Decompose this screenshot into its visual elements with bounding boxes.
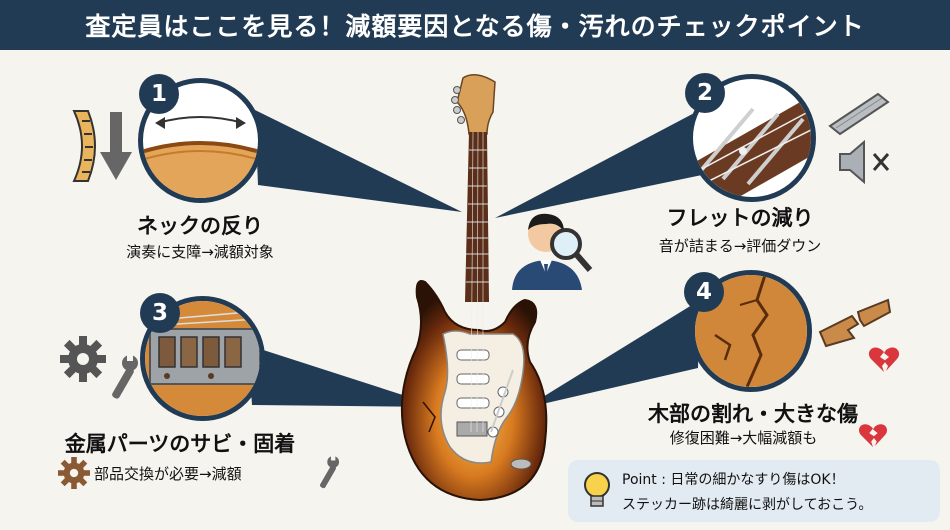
point-3-desc: 部品交換が必要→減額: [94, 465, 242, 483]
point-2-desc: 音が詰まる→評価ダウン: [658, 237, 822, 255]
point-1-title: ネックの反り: [137, 214, 263, 238]
broken-heart-icon: [868, 347, 900, 372]
broken-wood-icon: [818, 298, 892, 348]
badge-2: 2: [685, 73, 725, 113]
tip-line-2: ステッカー跡は綺麗に剥がしておこう。: [622, 497, 873, 513]
beam-3: [248, 345, 440, 407]
tip-line-1: Point : 日常の細かなすり傷はOK！: [622, 472, 845, 488]
badge-3: 3: [140, 293, 180, 333]
gear-icon: [60, 336, 106, 382]
metal-bar-icon: [828, 92, 890, 136]
badge-4: 4: [684, 272, 724, 312]
point-4-title: 木部の割れ・大きな傷: [648, 402, 858, 426]
point-2-title: フレットの減り: [666, 206, 814, 230]
broken-heart-icon-small: [858, 424, 888, 448]
gear-icon-small: [58, 457, 90, 489]
wrench-icon: [112, 354, 138, 399]
neck-warp-closeup: [138, 78, 263, 203]
header-bar: 査定員はここを見る！減額要因となる傷・汚れのチェックポイント: [0, 0, 950, 50]
point-1-desc: 演奏に支障→減額対象: [126, 243, 274, 261]
down-arrow-icon: [100, 112, 132, 180]
page-title: 査定員はここを見る！減額要因となる傷・汚れのチェックポイント: [85, 12, 865, 41]
badge-1: 1: [139, 74, 179, 114]
point-4-desc: 修復困難→大幅減額も: [669, 429, 818, 447]
beam-1: [255, 110, 462, 212]
electric-guitar-illustration: [400, 74, 548, 502]
tip-box: Point : 日常の細かなすり傷はOK！ ステッカー跡は綺麗に剥がしておこう。: [568, 460, 940, 522]
beam-2: [495, 110, 702, 218]
point-3-title: 金属パーツのサビ・固着: [64, 432, 296, 456]
speaker-mute-icon: [839, 140, 890, 184]
appraiser-magnifier-icon: [512, 213, 593, 290]
lightbulb-icon: [584, 472, 610, 507]
neck-warp-ruler-icon: [72, 110, 96, 182]
wrench-icon-small: [319, 455, 340, 489]
beam-4: [525, 300, 700, 408]
